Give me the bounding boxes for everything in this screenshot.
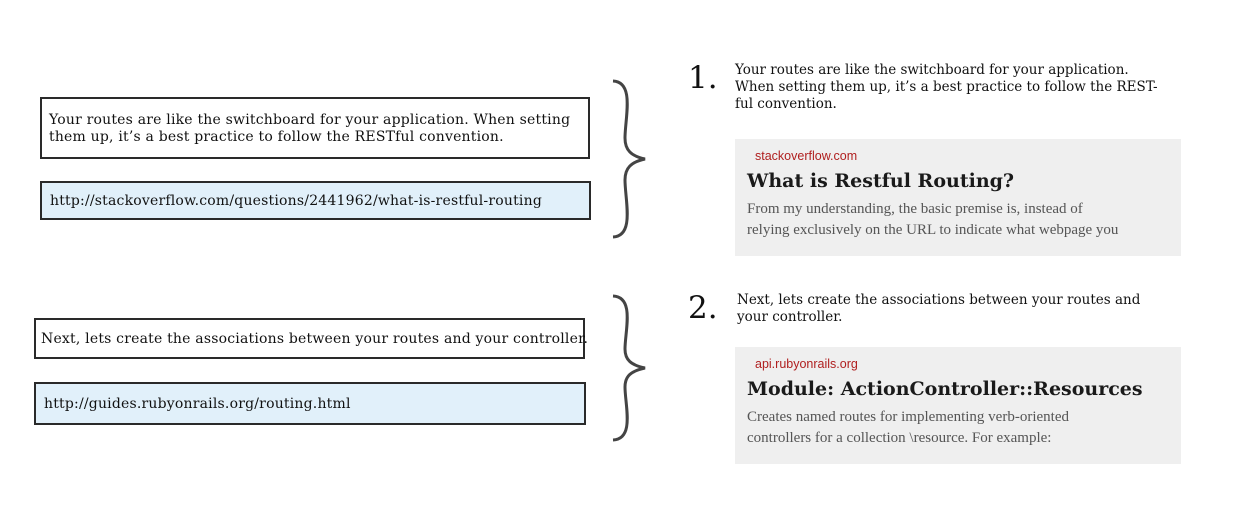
card-description: From my understanding, the basic premise… — [747, 201, 1119, 238]
card-domain: api.rubyonrails.org — [755, 357, 858, 371]
step-number-2: 2. — [688, 290, 718, 326]
link-preview-card-2[interactable]: api.rubyonrails.org Module: ActionContro… — [735, 347, 1181, 464]
step-number-1: 1. — [688, 60, 718, 96]
card-title: Module: ActionController::Resources — [747, 378, 1143, 400]
card-domain: stackoverflow.com — [755, 149, 858, 163]
card-description: Creates named routes for implementing ve… — [747, 409, 1069, 446]
curly-brace-1 — [612, 79, 646, 239]
text-box-2: Next, lets create the associations betwe… — [34, 318, 588, 359]
url-box-2: http://guides.rubyonrails.org/routing.ht… — [34, 382, 586, 425]
curly-brace-2 — [612, 294, 646, 442]
step-text-1: Your routes are like the switchboard for… — [735, 62, 1158, 112]
link-preview-card-1[interactable]: stackoverflow.com What is Restful Routin… — [735, 139, 1181, 256]
step-text-2: Next, lets create the associations betwe… — [737, 292, 1141, 325]
text-box-1: Your routes are like the switchboard for… — [40, 97, 590, 159]
url-box-1: http://stackoverflow.com/questions/24419… — [40, 181, 591, 220]
card-title: What is Restful Routing? — [747, 170, 1015, 192]
